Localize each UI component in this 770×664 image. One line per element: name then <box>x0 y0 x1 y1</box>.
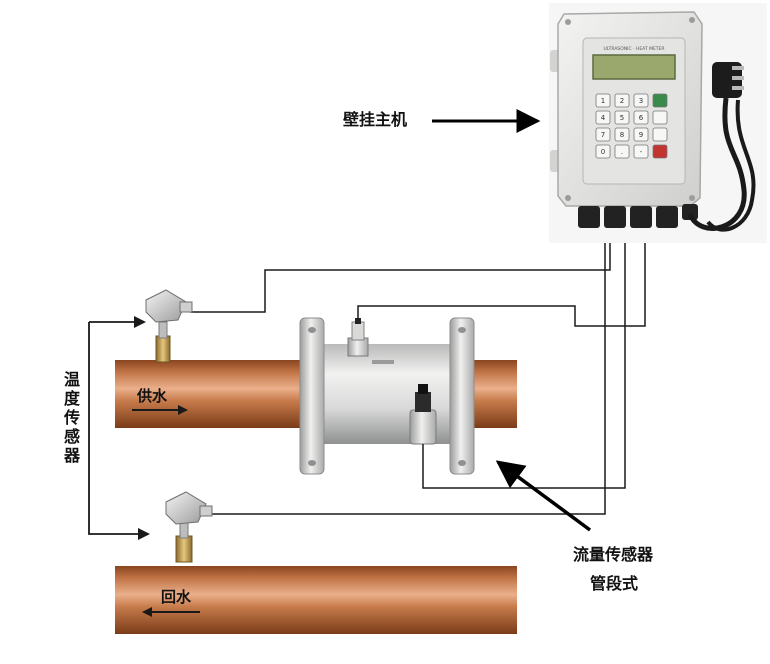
cable-supply-temp <box>190 240 611 313</box>
return-pipe <box>115 566 517 634</box>
flow-sensor-pipe-section <box>299 317 475 475</box>
cable-glands <box>578 204 698 228</box>
keypad-key-label: 1 <box>601 97 605 105</box>
keypad-key-label: 2 <box>620 97 624 105</box>
keypad-key <box>595 127 611 142</box>
keypad-key-label: 4 <box>601 114 606 122</box>
keypad-key <box>633 110 649 125</box>
bracket-arrowhead-lower <box>138 528 150 540</box>
flow-sensor-label-line2: 管段式 <box>590 574 639 593</box>
keypad-key-label: 5 <box>620 114 624 122</box>
flow-sensor-label-line1: 流量传感器 <box>573 545 654 564</box>
wall-mounted-host-unit: ULTRASONIC · HEAT METER 1 2 3 4 5 6 7 8 9 0. - <box>549 3 767 243</box>
keypad-key <box>633 93 649 108</box>
supply-water-label: 供水 <box>137 387 168 405</box>
keypad-key <box>614 110 630 125</box>
keypad-key <box>595 144 611 159</box>
keypad-key <box>595 110 611 125</box>
bracket-arrowhead-upper <box>134 316 146 328</box>
temp-sensor-label: 温度传感器 <box>63 370 80 465</box>
return-flow-arrow <box>142 607 200 617</box>
keypad-key <box>652 93 668 108</box>
supply-flow-arrow <box>132 405 188 415</box>
keypad-key-label: . <box>621 148 623 156</box>
temp-sensor-bracket <box>88 321 144 535</box>
flow-sensor-pointer-arrow <box>495 460 592 532</box>
keypad-key-label: - <box>640 148 643 156</box>
supply-temp-sensor <box>145 289 193 363</box>
keypad-key-label: 0 <box>601 148 605 156</box>
keypad-key <box>633 127 649 142</box>
power-cord <box>687 97 747 231</box>
flow-transducer-bottom <box>409 384 437 445</box>
keypad-key-label: 6 <box>639 114 644 122</box>
keypad-key <box>614 93 630 108</box>
cable-return-temp <box>212 240 606 515</box>
power-plug <box>712 62 744 98</box>
keypad-key <box>614 144 630 159</box>
cable-flow-top <box>357 240 646 327</box>
flow-sensor-left-flange <box>299 317 325 475</box>
device-brand-text: ULTRASONIC · HEAT METER <box>603 46 664 52</box>
keypad-key-label: 3 <box>639 97 643 105</box>
keypad-key <box>595 93 611 108</box>
keypad-key-label: 8 <box>620 131 624 139</box>
flow-transducer-top <box>347 318 369 357</box>
return-temp-sensor <box>165 491 213 563</box>
keypad-key-label: 9 <box>639 131 643 139</box>
keypad-key <box>652 127 668 142</box>
return-water-label: 回水 <box>161 588 192 606</box>
keypad-key <box>633 144 649 159</box>
keypad-key-label: 7 <box>601 131 605 139</box>
lcd-display <box>592 54 676 80</box>
keypad-key <box>652 110 668 125</box>
keypad: 1 2 3 4 5 6 7 8 9 0. - <box>595 93 668 159</box>
host-unit-label: 壁挂主机 <box>343 110 408 129</box>
flow-sensor-right-flange <box>449 317 475 475</box>
keypad-key <box>614 127 630 142</box>
keypad-key <box>652 144 668 159</box>
